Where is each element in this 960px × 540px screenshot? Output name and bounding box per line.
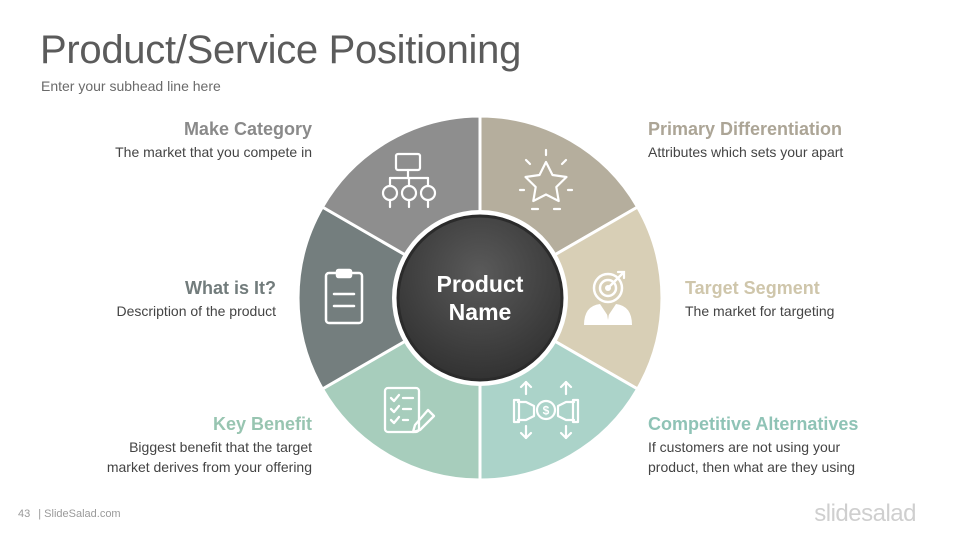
label-desc: The market that you compete in	[115, 144, 312, 160]
label-desc: If customers are not using your	[648, 439, 841, 455]
label-desc-2: market derives from your offering	[106, 459, 312, 475]
label-what-is-it: What is It? Description of the product	[0, 277, 276, 321]
label-key-benefit: Key Benefit Biggest benefit that the tar…	[22, 413, 312, 477]
label-desc-2: product, then what are they using	[648, 459, 856, 475]
label-title: What is It?	[185, 278, 276, 298]
label-title: Target Segment	[685, 278, 820, 298]
label-title: Competitive Alternatives	[648, 414, 859, 434]
svg-text:$: $	[543, 404, 550, 418]
label-competitive-alternatives: Competitive Alternatives If customers ar…	[648, 413, 938, 477]
label-desc: Biggest benefit that the target	[129, 439, 312, 455]
checklist-icon	[383, 386, 436, 434]
label-desc: Description of the product	[116, 303, 276, 319]
label-target-segment: Target Segment The market for targeting	[685, 277, 960, 321]
slide-subhead: Enter your subhead line here	[41, 78, 221, 94]
footer: 43 | SlideSalad.com	[18, 508, 121, 520]
footer-site: | SlideSalad.com	[38, 508, 121, 520]
label-title: Make Category	[183, 119, 312, 139]
hierarchy-icon	[381, 152, 437, 209]
clipboard-icon	[324, 268, 364, 325]
center-label-line2: Name	[449, 299, 512, 325]
label-title: Key Benefit	[212, 414, 312, 434]
center-disk	[396, 214, 564, 382]
label-desc: The market for targeting	[685, 303, 835, 319]
label-desc: Attributes which sets your apart	[648, 144, 844, 160]
page-number: 43	[18, 508, 31, 520]
target-person-icon	[584, 270, 632, 325]
slidesalad-logo: slidesalad	[814, 500, 916, 527]
label-make-category: Make Category The market that you compet…	[22, 118, 312, 162]
star-icon	[518, 148, 574, 211]
money-exchange-icon: $	[512, 380, 580, 440]
center-label-line1: Product	[437, 271, 524, 297]
slide-title: Product/Service Positioning	[40, 28, 522, 72]
label-primary-differentiation: Primary Differentiation Attributes which…	[648, 118, 938, 162]
label-title: Primary Differentiation	[648, 119, 843, 139]
